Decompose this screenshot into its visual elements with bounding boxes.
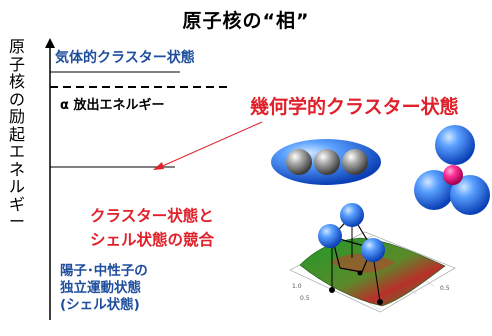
- diagram-title: 原子核の“相”: [182, 10, 310, 32]
- independent-label-line3: (シェル状態): [60, 297, 140, 313]
- surface-tick-3: 0.5: [440, 285, 450, 292]
- competition-label: クラスター状態と シェル状態の競合: [90, 204, 214, 252]
- y-axis-label: 原子核の励起エネルギー: [8, 37, 25, 231]
- independent-motion-label: 陽子･中性子の 独立運動状態 (シェル状態): [60, 263, 148, 314]
- pointer-arrow: [157, 121, 263, 169]
- gas-cluster-label: 気体的クラスター状態: [55, 50, 195, 66]
- chain-sphere-3: [342, 149, 368, 175]
- alpha-threshold-label: α 放出エネルギー: [60, 98, 165, 113]
- tetra-sphere-top: [435, 125, 475, 165]
- surface-tick-2: 0.5: [300, 295, 310, 302]
- competition-label-line1: クラスター状態と: [90, 207, 214, 225]
- surface-tick-1: 1.0: [292, 283, 302, 290]
- geometric-cluster-label: 幾何学的クラスター状態: [250, 96, 459, 118]
- independent-label-line1: 陽子･中性子の: [60, 263, 148, 279]
- float-sphere-top: [340, 203, 364, 227]
- tetra-sphere-right: [450, 175, 490, 215]
- drop-point-3: [357, 270, 363, 276]
- chain-sphere-2: [314, 149, 340, 175]
- pointer-arrowhead: [153, 162, 164, 170]
- float-sphere-right: [361, 238, 385, 262]
- drop-point-2: [377, 299, 383, 305]
- float-sphere-left: [318, 224, 342, 248]
- competition-label-line2: シェル状態の競合: [90, 231, 215, 249]
- energy-axis-arrowhead: [45, 38, 55, 48]
- chain-sphere-1: [286, 149, 312, 175]
- drop-point-1: [329, 287, 335, 293]
- tetra-sphere-center: [443, 165, 463, 185]
- tetra-sphere-left: [414, 170, 454, 210]
- independent-label-line2: 独立運動状態: [60, 280, 141, 296]
